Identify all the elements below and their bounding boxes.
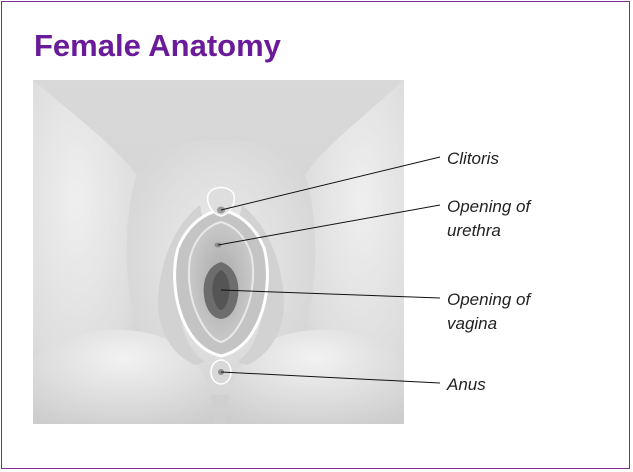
label-vagina-line2: vagina <box>447 312 530 336</box>
label-urethra-line2: urethra <box>447 219 530 243</box>
label-vagina-line1: Opening of <box>447 288 530 312</box>
label-opening-of-vagina: Opening of vagina <box>447 288 530 336</box>
label-anus: Anus <box>447 373 486 397</box>
label-clitoris: Clitoris <box>447 147 499 171</box>
label-opening-of-urethra: Opening of urethra <box>447 195 530 243</box>
label-urethra-line1: Opening of <box>447 195 530 219</box>
